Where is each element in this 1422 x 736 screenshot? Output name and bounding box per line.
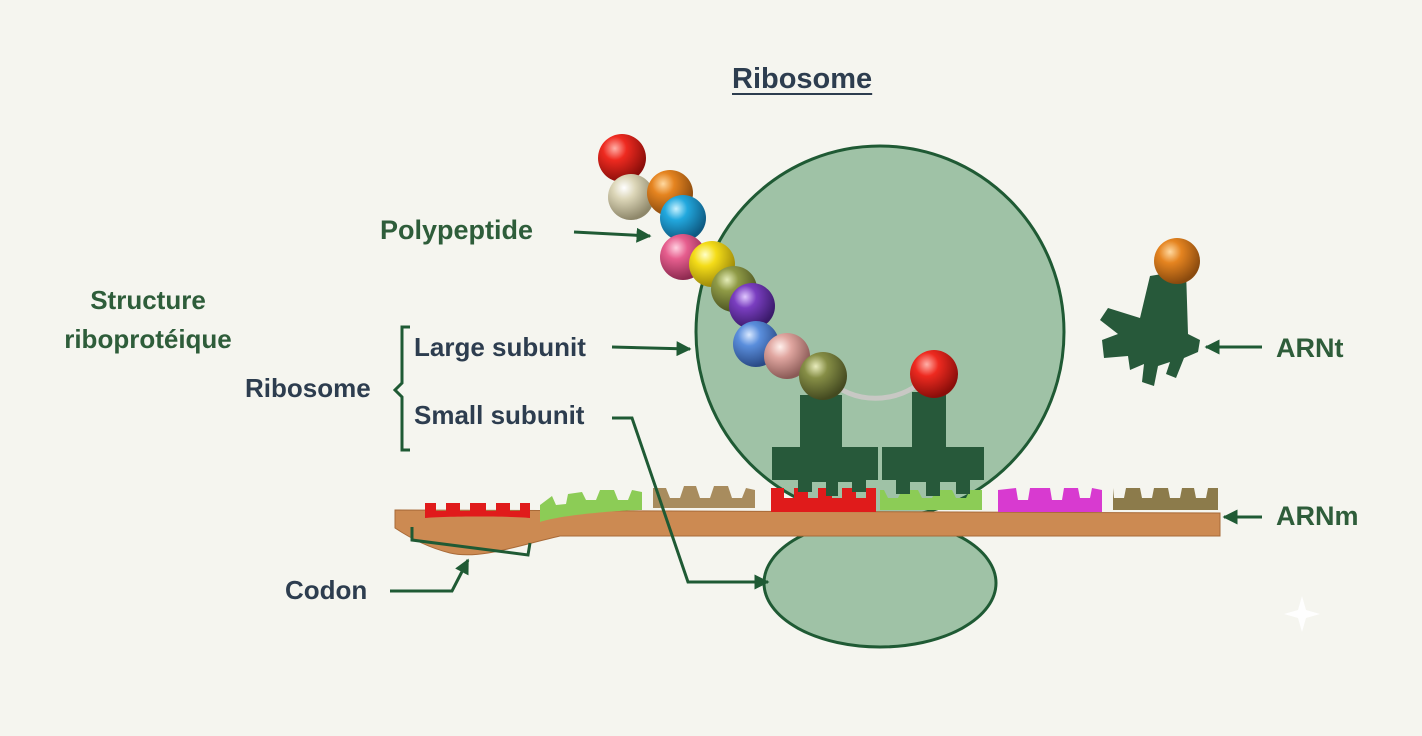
ribosome-bracket [392,325,410,452]
polypeptide-arrow [573,227,652,243]
a-site-amino-acid [910,350,958,398]
label-polypeptide: Polypeptide [380,215,534,245]
large-subunit-arrow [611,341,692,357]
trna-p-site [772,395,878,496]
diagram-title: Ribosome [732,63,873,95]
label-structure-line1: Structure [90,285,206,315]
codon-5-lightgreen [880,490,982,510]
mrna-strand [394,509,1221,556]
free-trna-amino-acid [1154,238,1200,284]
bead-olive-green [799,352,847,400]
bead-beige [608,174,654,220]
label-arnt: ARNt [1276,333,1344,363]
label-ribosome: Ribosome [245,373,371,403]
label-large-subunit: Large subunit [414,332,586,362]
bead-red [598,134,646,182]
trna-a-site [882,392,984,496]
label-codon: Codon [285,575,368,605]
label-structure-line2: riboprotéique [64,323,232,354]
label-small-subunit: Small subunit [414,400,585,430]
small-subunit [762,517,998,649]
sparkle-icon [1284,596,1320,632]
free-trna [1100,270,1200,386]
small-subunit-arrow [612,416,770,590]
codon-arrow [390,558,470,593]
bead-purple [729,283,775,329]
codon-4-red [771,488,876,512]
codon-2-lightgreen [540,490,642,522]
codon-bracket [410,527,532,557]
codon-6-magenta [998,488,1102,512]
codon-7-olive [1113,488,1218,510]
label-structure-riboproteique: Structure riboprotéique [48,286,248,353]
bead-cyan [660,195,706,241]
bead-rosy [764,333,810,379]
codon-3-khaki [653,486,755,508]
label-arnm: ARNm [1276,501,1359,531]
codon-1-red [425,503,530,518]
